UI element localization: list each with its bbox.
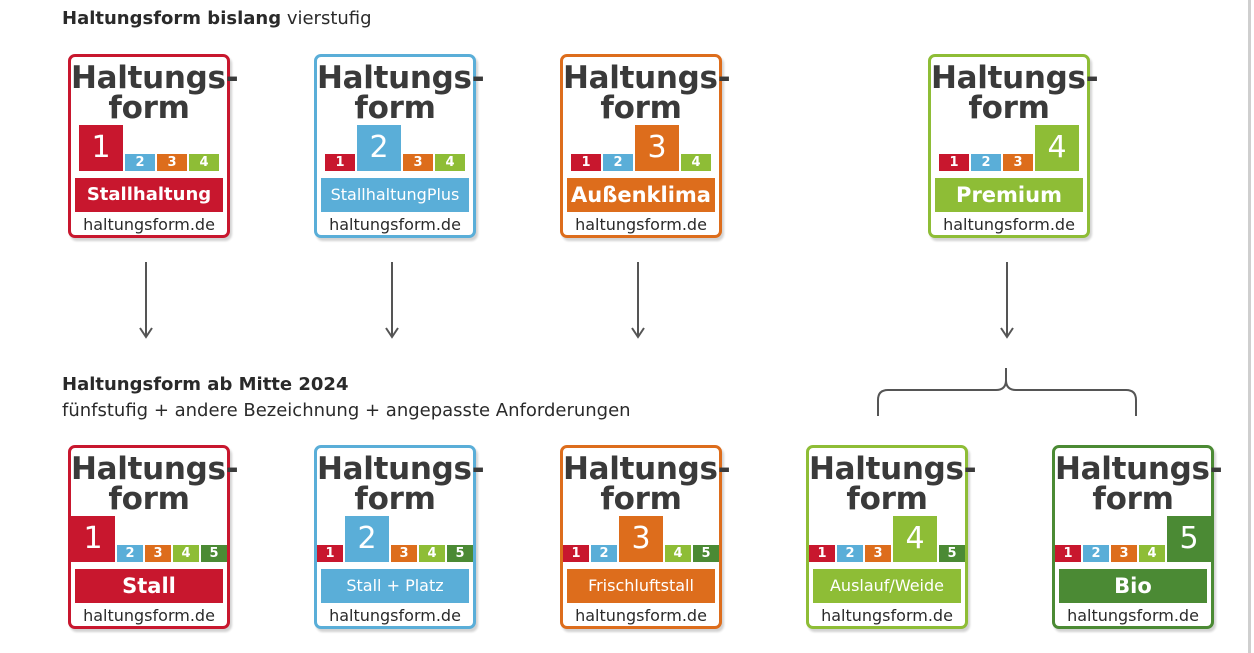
label-title-line1: Haltungs- xyxy=(931,60,1099,96)
level-step: 4 xyxy=(665,545,691,562)
label-title-line1: Haltungs- xyxy=(563,451,731,487)
top-heading: Haltungsform bislang vierstufig xyxy=(62,6,372,32)
level-name-bar: StallhaltungPlus xyxy=(321,178,469,212)
label-url: haltungsform.de xyxy=(329,606,461,625)
level-step: 4 xyxy=(435,154,465,171)
label-title-line2: form xyxy=(1092,481,1174,517)
arrow-4-head xyxy=(1000,327,1014,339)
level-step: 3 xyxy=(403,154,433,171)
label-title-line2: form xyxy=(968,90,1050,126)
level-step: 5 xyxy=(939,545,965,562)
active-level-block: 1 xyxy=(71,516,115,562)
level-step: 4 xyxy=(173,545,199,562)
label-title-line2: form xyxy=(600,90,682,126)
active-level-block: 2 xyxy=(357,125,401,171)
label-title-line1: Haltungs- xyxy=(809,451,977,487)
level-step: 4 xyxy=(1139,545,1165,562)
level-step: 3 xyxy=(157,154,187,171)
level-name-bar: Außenklima xyxy=(567,178,715,212)
level-step: 4 xyxy=(419,545,445,562)
label-url: haltungsform.de xyxy=(83,606,215,625)
label-url: haltungsform.de xyxy=(329,215,461,234)
level-step: 3 xyxy=(865,545,891,562)
label-title-line1: Haltungs- xyxy=(317,451,485,487)
level-step: 3 xyxy=(1111,545,1137,562)
arrow-3-head xyxy=(631,327,645,339)
top-heading-bold: Haltungsform bislang xyxy=(62,8,282,29)
level-step: 2 xyxy=(971,154,1001,171)
level-name-bar: Frischluftstall xyxy=(567,569,715,603)
level-step: 1 xyxy=(317,545,343,562)
label-title-line2: form xyxy=(108,90,190,126)
level-step: 3 xyxy=(145,545,171,562)
label-title-line1: Haltungs- xyxy=(317,60,485,96)
active-level-block: 4 xyxy=(1035,125,1079,171)
level-step: 2 xyxy=(603,154,633,171)
level-name-bar: Bio xyxy=(1059,569,1207,603)
level-step: 1 xyxy=(939,154,969,171)
label-url: haltungsform.de xyxy=(1067,606,1199,625)
right-edge-line xyxy=(1248,0,1251,653)
arrow-1-head xyxy=(139,327,153,339)
level-step: 2 xyxy=(125,154,155,171)
active-level-block: 5 xyxy=(1167,516,1211,562)
level-step: 5 xyxy=(201,545,227,562)
label-url: haltungsform.de xyxy=(821,606,953,625)
level-step: 2 xyxy=(117,545,143,562)
bottom-heading: Haltungsform ab Mitte 2024 fünfstufig + … xyxy=(62,372,631,424)
active-level-block: 3 xyxy=(619,516,663,562)
level-name-bar: Stallhaltung xyxy=(75,178,223,212)
label-title-line1: Haltungs- xyxy=(71,60,239,96)
level-name-bar: Stall xyxy=(75,569,223,603)
level-step: 3 xyxy=(1003,154,1033,171)
level-step: 2 xyxy=(837,545,863,562)
active-level-block: 3 xyxy=(635,125,679,171)
label-title-line2: form xyxy=(600,481,682,517)
arrow-2-head xyxy=(385,327,399,339)
top-heading-normal: vierstufig xyxy=(281,8,372,29)
level-step: 3 xyxy=(391,545,417,562)
label-url: haltungsform.de xyxy=(575,606,707,625)
label-url: haltungsform.de xyxy=(943,215,1075,234)
level-step: 1 xyxy=(571,154,601,171)
level-step: 2 xyxy=(1083,545,1109,562)
bottom-heading-line2: fünfstufig + andere Bezeichnung + angepa… xyxy=(62,400,631,421)
level-step: 5 xyxy=(693,545,719,562)
level-step: 5 xyxy=(447,545,473,562)
label-title-line2: form xyxy=(846,481,928,517)
active-level-block: 2 xyxy=(345,516,389,562)
label-title-line1: Haltungs- xyxy=(563,60,731,96)
split-bracket xyxy=(877,368,1137,416)
label-url: haltungsform.de xyxy=(83,215,215,234)
label-title-line2: form xyxy=(354,90,436,126)
bottom-heading-line1: Haltungsform ab Mitte 2024 xyxy=(62,374,349,395)
level-step: 1 xyxy=(809,545,835,562)
level-name-bar: Stall + Platz xyxy=(321,569,469,603)
level-name-bar: Premium xyxy=(935,178,1083,212)
label-title-line1: Haltungs- xyxy=(1055,451,1223,487)
active-level-block: 4 xyxy=(893,516,937,562)
active-level-block: 1 xyxy=(79,125,123,171)
label-title-line2: form xyxy=(108,481,190,517)
level-name-bar: Auslauf/Weide xyxy=(813,569,961,603)
level-step: 4 xyxy=(189,154,219,171)
level-step: 1 xyxy=(563,545,589,562)
label-url: haltungsform.de xyxy=(575,215,707,234)
label-title-line2: form xyxy=(354,481,436,517)
level-step: 2 xyxy=(591,545,617,562)
label-title-line1: Haltungs- xyxy=(71,451,239,487)
level-step: 4 xyxy=(681,154,711,171)
level-step: 1 xyxy=(1055,545,1081,562)
level-step: 1 xyxy=(325,154,355,171)
